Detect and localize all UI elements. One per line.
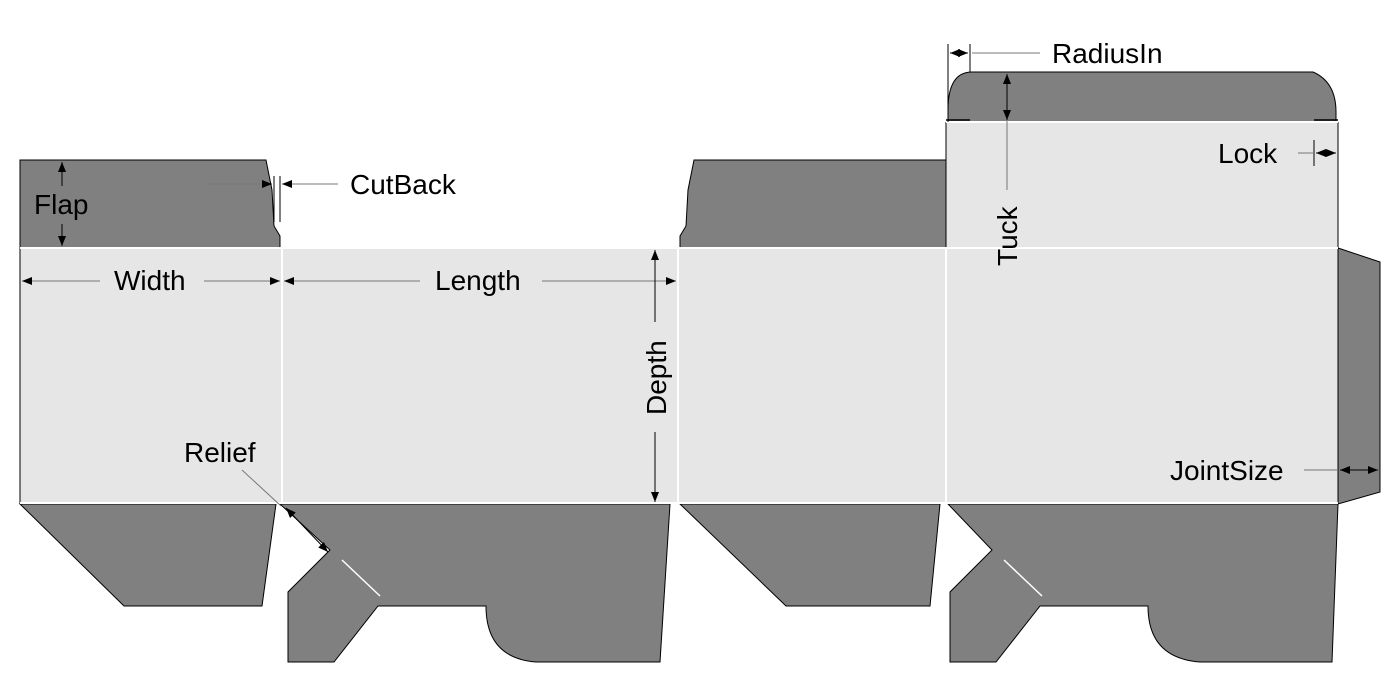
joint-size-dimension: JointSize bbox=[1170, 455, 1378, 486]
top-middle-dust-flap bbox=[679, 159, 947, 249]
depth-label: Depth bbox=[641, 340, 672, 415]
lock-slit-2 bbox=[1003, 559, 1043, 597]
relief-label: Relief bbox=[184, 437, 256, 468]
panel-length-front bbox=[282, 248, 678, 504]
body-outline bbox=[19, 121, 1339, 504]
bottom-lock-flap-1 bbox=[278, 503, 671, 663]
dust-flaps bbox=[19, 159, 947, 249]
cut-back-dimension: CutBack bbox=[206, 169, 457, 222]
depth-dimension: Depth bbox=[641, 250, 672, 502]
tuck-label: Tuck bbox=[992, 205, 1023, 266]
tuck-flap bbox=[947, 71, 1337, 123]
panel-width-left bbox=[20, 248, 282, 504]
top-closure-panel bbox=[946, 122, 1338, 248]
bottom-left-dust-flap bbox=[18, 503, 277, 607]
lock-slit-1 bbox=[341, 559, 381, 597]
tuck-dimension: Tuck bbox=[992, 74, 1023, 266]
flap-label: Flap bbox=[34, 189, 88, 220]
joint-size-label: JointSize bbox=[1170, 455, 1284, 486]
glue-joint bbox=[1337, 247, 1381, 505]
radius-in-dimension: RadiusIn bbox=[947, 38, 1163, 122]
cut-back-label: CutBack bbox=[350, 169, 457, 200]
width-label: Width bbox=[114, 265, 186, 296]
lock-dimension: Lock bbox=[1218, 138, 1336, 169]
crease-lines bbox=[20, 121, 1338, 504]
bottom-lock-flap-2 bbox=[946, 503, 1339, 663]
radius-in-label: RadiusIn bbox=[1052, 38, 1163, 69]
body-panels bbox=[19, 121, 1339, 504]
length-label: Length bbox=[435, 265, 521, 296]
bottom-right-dust-flap bbox=[678, 503, 941, 607]
panel-width-right bbox=[678, 248, 946, 504]
length-dimension: Length bbox=[284, 265, 676, 296]
width-dimension: Width bbox=[22, 265, 280, 296]
flap-dimension: Flap bbox=[34, 162, 88, 246]
bottom-flaps bbox=[18, 503, 1339, 663]
lock-label: Lock bbox=[1218, 138, 1278, 169]
relief-dimension: Relief bbox=[184, 437, 329, 553]
panel-length-back bbox=[946, 248, 1338, 504]
